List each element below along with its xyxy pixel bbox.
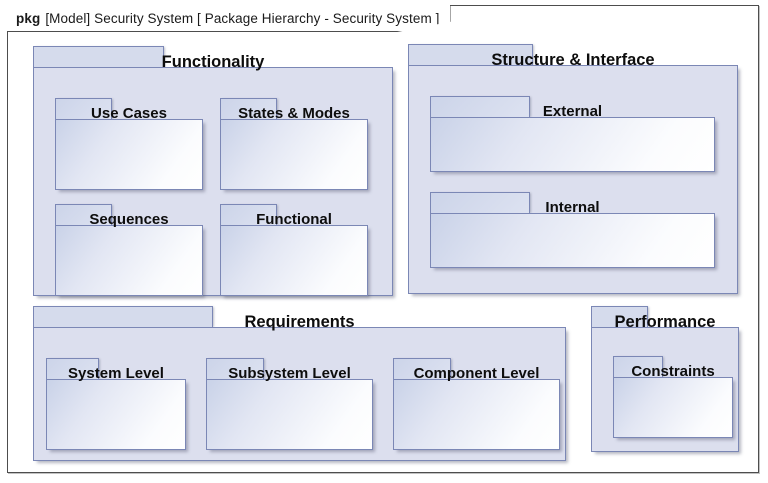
package-body-constraints	[613, 377, 733, 438]
package-body-internal	[430, 213, 715, 268]
package-body-component-level	[393, 379, 560, 450]
package-requirements[interactable]: Requirements System Level Subsystem Leve…	[33, 306, 566, 461]
package-external[interactable]: External	[430, 96, 715, 172]
package-tab-use-cases	[55, 98, 112, 120]
package-tab-states-and-modes	[220, 98, 277, 120]
package-body-sequences	[55, 225, 203, 296]
package-tab-external	[430, 96, 530, 118]
package-system-level[interactable]: System Level	[46, 358, 186, 450]
package-body-subsystem-level	[206, 379, 373, 450]
package-performance[interactable]: Performance Constraints	[591, 306, 739, 452]
package-functionality[interactable]: Functionality Use Cases States & Modes S…	[33, 46, 393, 296]
package-structure-and-interface[interactable]: Structure & Interface External Internal	[408, 44, 738, 294]
package-body-use-cases	[55, 119, 203, 190]
package-sequences[interactable]: Sequences	[55, 204, 203, 296]
package-tab-sequences	[55, 204, 112, 226]
package-internal[interactable]: Internal	[430, 192, 715, 268]
package-tab-subsystem-level	[206, 358, 264, 380]
package-component-level[interactable]: Component Level	[393, 358, 560, 450]
package-tab-functionality	[33, 46, 164, 68]
package-body-system-level	[46, 379, 186, 450]
package-constraints[interactable]: Constraints	[613, 356, 733, 438]
package-functional[interactable]: Functional	[220, 204, 368, 296]
package-tab-component-level	[393, 358, 451, 380]
diagram-frame-label: [Model] Security System [ Package Hierar…	[45, 10, 440, 26]
package-tab-requirements	[33, 306, 213, 328]
package-use-cases[interactable]: Use Cases	[55, 98, 203, 190]
package-tab-functional	[220, 204, 277, 226]
diagram-frame-header: pkg [Model] Security System [ Package Hi…	[7, 5, 451, 32]
diagram-kind-keyword: pkg	[16, 10, 41, 26]
package-subsystem-level[interactable]: Subsystem Level	[206, 358, 373, 450]
package-tab-constraints	[613, 356, 663, 378]
package-tab-internal	[430, 192, 530, 214]
package-tab-performance	[591, 306, 648, 328]
package-body-external	[430, 117, 715, 172]
package-tab-structure-and-interface	[408, 44, 533, 66]
package-states-and-modes[interactable]: States & Modes	[220, 98, 368, 190]
diagram-frame: Functionality Use Cases States & Modes S…	[7, 5, 759, 473]
package-body-states-and-modes	[220, 119, 368, 190]
package-body-functional	[220, 225, 368, 296]
package-tab-system-level	[46, 358, 99, 380]
